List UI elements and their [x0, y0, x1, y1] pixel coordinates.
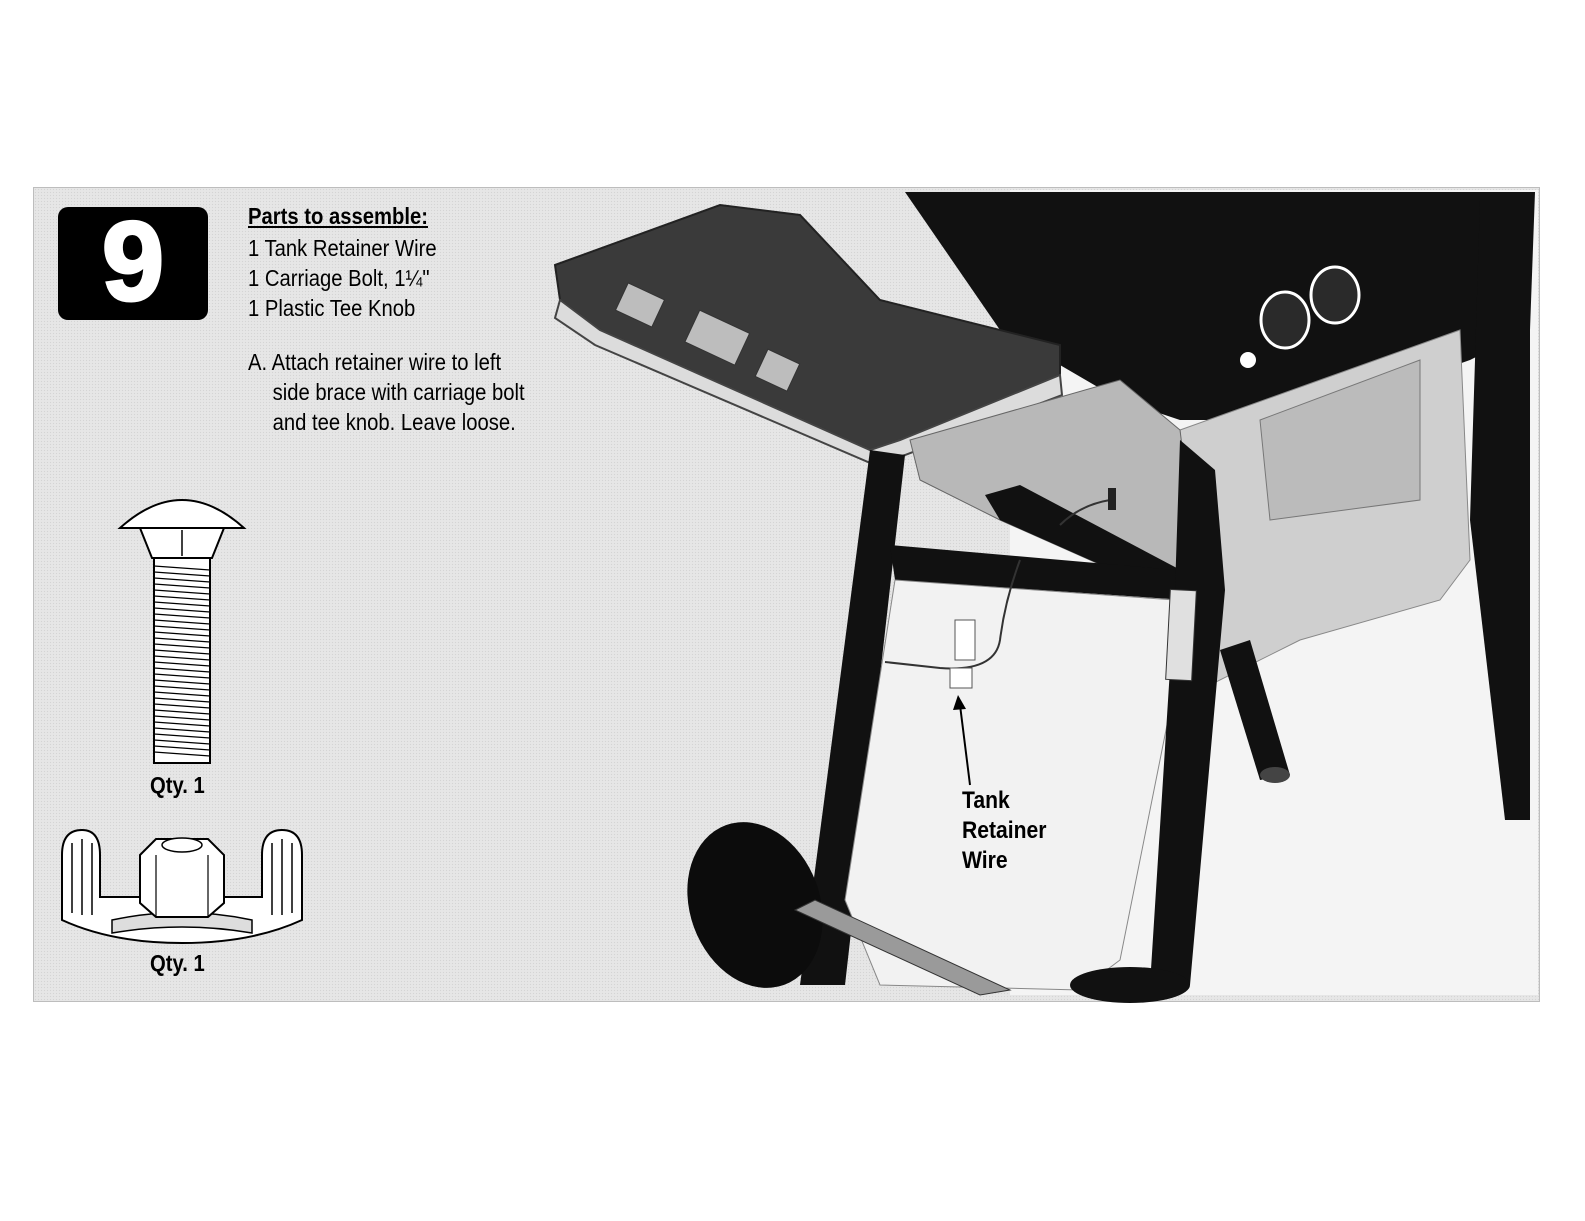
tee-knob-icon	[52, 825, 312, 945]
control-knob-icon	[1311, 267, 1359, 323]
carriage-bolt-icon	[112, 490, 252, 770]
step-badge: 9	[58, 207, 208, 320]
knob-qty-label: Qty. 1	[150, 950, 205, 977]
control-knob-icon	[1261, 292, 1309, 348]
callout-line: Wire	[962, 846, 1047, 876]
instruction-line: side brace with carriage bolt	[248, 377, 525, 407]
instruction-text: A. Attach retainer wire to left side bra…	[248, 347, 525, 437]
parts-list-item: 1 Carriage Bolt, 1¼"	[248, 263, 437, 293]
callout-line: Tank	[962, 786, 1047, 816]
parts-list: 1 Tank Retainer Wire 1 Carriage Bolt, 1¼…	[248, 233, 437, 323]
instruction-line: A. Attach retainer wire to left	[248, 349, 501, 375]
parts-title: Parts to assemble:	[248, 203, 428, 230]
instruction-line: and tee knob. Leave loose.	[248, 407, 525, 437]
tank-retainer-wire-callout: Tank Retainer Wire	[962, 786, 1047, 876]
bolt-qty-label: Qty. 1	[150, 772, 205, 799]
callout-line: Retainer	[962, 816, 1047, 846]
parts-list-item: 1 Tank Retainer Wire	[248, 233, 437, 263]
parts-list-item: 1 Plastic Tee Knob	[248, 293, 437, 323]
step-number: 9	[102, 206, 164, 318]
